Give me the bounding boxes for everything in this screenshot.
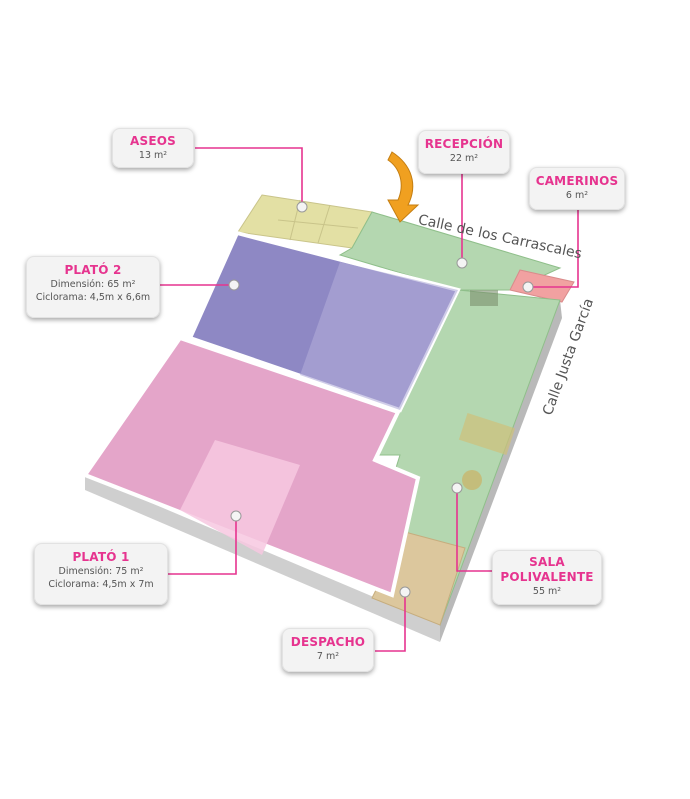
leader-line-plato-1: [168, 516, 237, 575]
callout-area: 6 m²: [565, 190, 589, 201]
callout-despacho[interactable]: DESPACHO 7 m²: [282, 628, 374, 672]
room-camerinos[interactable]: [509, 269, 575, 303]
desk-furniture: [470, 290, 498, 306]
callout-title: DESPACHO: [290, 635, 366, 649]
marker-dot-plato-2: [228, 279, 240, 291]
plato-2-cyclorama: [300, 262, 458, 410]
marker-dot-camerinos: [522, 281, 534, 293]
marker-dot-sala-polivalente: [451, 482, 463, 494]
leader-line-aseos: [195, 147, 303, 205]
aseos-partition: [317, 204, 331, 244]
table-furniture: [458, 412, 516, 456]
aseos-partition: [277, 219, 359, 229]
marker-dot-aseos: [296, 201, 308, 213]
plato-1-cyclorama: [180, 440, 300, 555]
leader-line-sala-polivalente: [456, 490, 492, 572]
callout-dimension: Dimensión: 75 m²: [58, 566, 144, 577]
leader-line-camerinos: [530, 210, 579, 288]
callout-area: 7 m²: [316, 651, 340, 662]
east-wall: [440, 300, 562, 642]
callout-title: CAMERINOS: [535, 174, 619, 188]
callout-area: 55 m²: [532, 586, 562, 597]
marker-dot-recepcion: [456, 257, 468, 269]
callout-title: PLATÓ 2: [64, 263, 122, 277]
round-table-furniture: [462, 470, 482, 490]
marker-dot-despacho: [399, 586, 411, 598]
callout-area: 13 m²: [138, 150, 168, 161]
callout-title: PLATÓ 1: [72, 550, 130, 564]
callout-area: 22 m²: [449, 153, 479, 164]
callout-ciclorama: Ciclorama: 4,5m x 6,6m: [35, 292, 151, 303]
callout-camerinos[interactable]: CAMERINOS 6 m²: [529, 167, 625, 210]
south-wall: [85, 475, 440, 642]
callout-plato-1[interactable]: PLATÓ 1 Dimensión: 75 m² Ciclorama: 4,5m…: [34, 543, 168, 605]
callout-dimension: Dimensión: 65 m²: [50, 279, 136, 290]
callout-title-line1: SALA: [529, 555, 565, 569]
callout-title: RECEPCIÓN: [424, 137, 504, 151]
callout-plato-2[interactable]: PLATÓ 2 Dimensión: 65 m² Ciclorama: 4,5m…: [26, 256, 160, 318]
callout-ciclorama: Ciclorama: 4,5m x 7m: [48, 579, 154, 590]
callout-recepcion[interactable]: RECEPCIÓN 22 m²: [418, 130, 510, 174]
callout-sala-polivalente[interactable]: SALA POLIVALENTE 55 m²: [492, 550, 602, 605]
callout-aseos[interactable]: ASEOS 13 m²: [112, 128, 194, 168]
entrance-arrow-icon: [387, 151, 420, 223]
leader-line-despacho: [375, 593, 406, 652]
callout-title: ASEOS: [130, 134, 176, 148]
callout-title-line2: POLIVALENTE: [500, 570, 594, 584]
marker-dot-plato-1: [230, 510, 242, 522]
